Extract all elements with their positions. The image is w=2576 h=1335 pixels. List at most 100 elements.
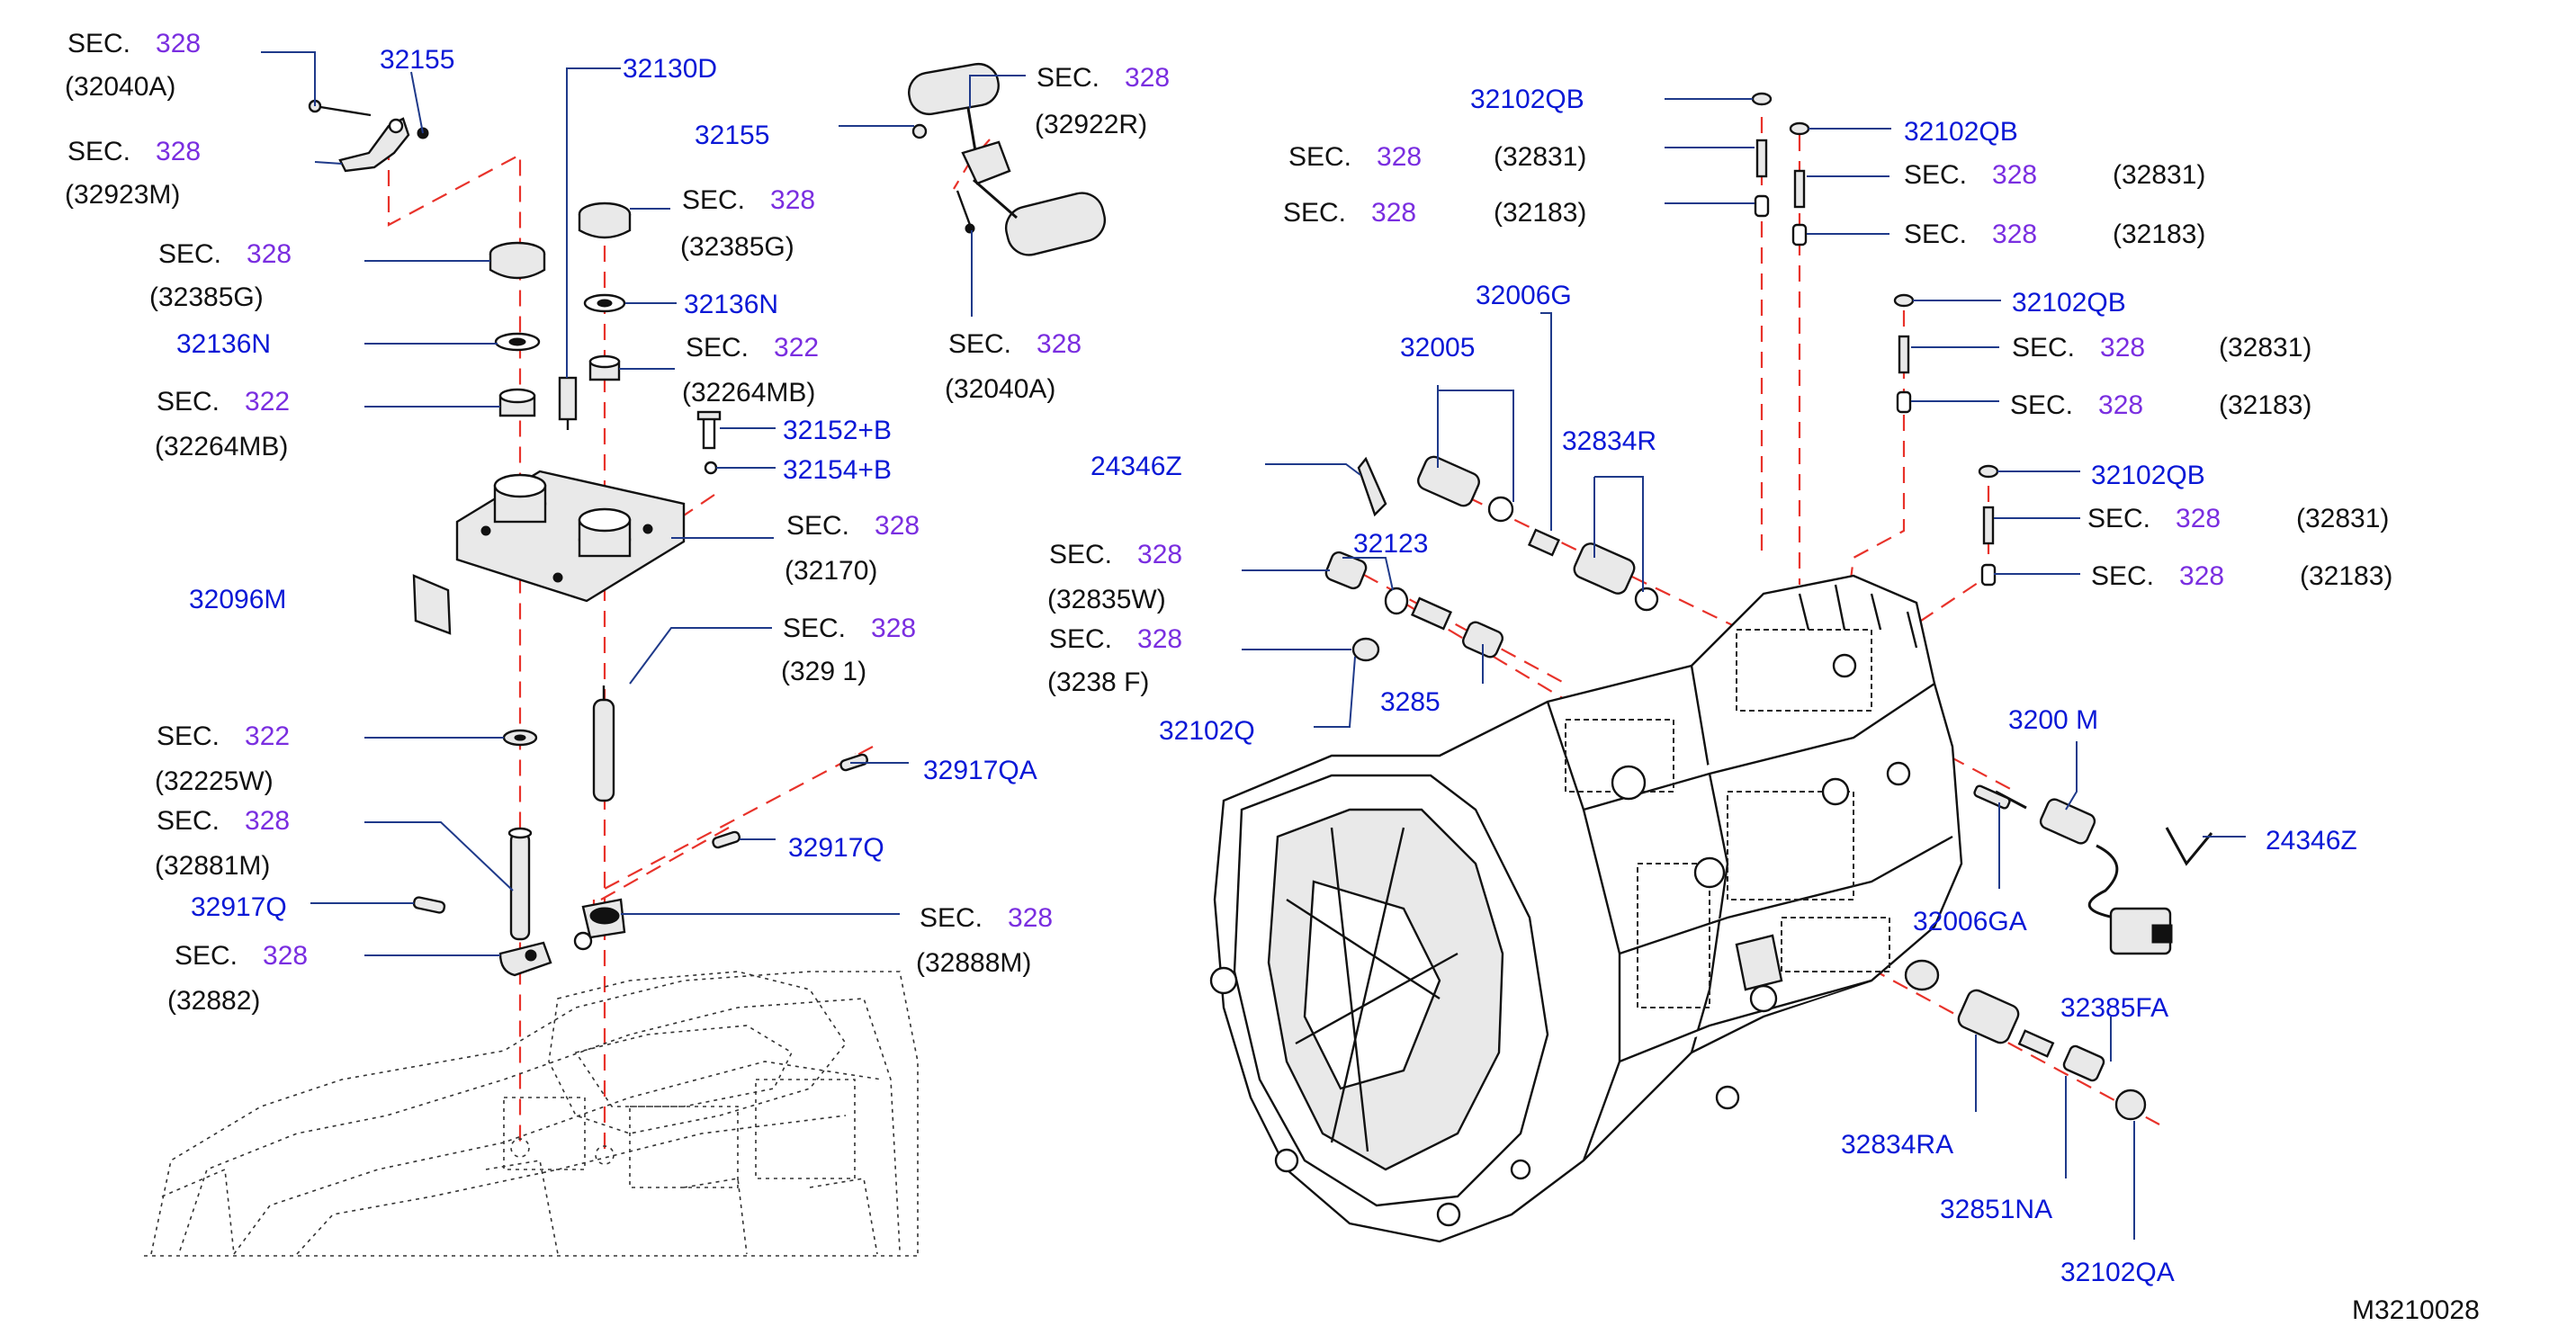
sec-number: 328 — [770, 185, 815, 215]
left-labels: SEC.328 (32040A) 32155 SEC.328 (32923M) … — [65, 29, 1170, 1016]
ref-3238xF: (3238 F) — [1047, 668, 1149, 697]
part-number-32005: 32005 — [1400, 333, 1475, 363]
sec-word: SEC. — [157, 806, 220, 836]
part-number-32155: 32155 — [695, 121, 769, 150]
svg-text:SEC.328: SEC.328 — [67, 137, 201, 166]
svg-text:SEC.328: SEC. 328 — [920, 903, 1053, 933]
sec-number: 328 — [875, 511, 920, 541]
sec-number: 328 — [2176, 504, 2221, 533]
svg-text:SEC.328: SEC.328 — [67, 29, 201, 58]
ref-32831: (32831) — [2219, 333, 2311, 363]
part-number-32096M: 32096M — [189, 585, 286, 614]
part-number-32102QA: 32102QA — [2060, 1258, 2175, 1287]
sec-number: 328 — [2100, 333, 2145, 363]
ref-32183: (32183) — [2113, 220, 2205, 249]
sec-number: 322 — [245, 721, 290, 751]
sec-word: SEC. — [783, 614, 846, 643]
ref-32882: (32882) — [167, 986, 260, 1016]
part-number-32102QB: 32102QB — [1470, 85, 1584, 114]
part-number-32152B: 32152+B — [783, 416, 892, 445]
right-parts — [1324, 92, 2213, 1121]
sec-number: 328 — [871, 614, 916, 643]
part-number-24346Z: 24346Z — [2266, 826, 2357, 856]
sec-word: SEC. — [786, 511, 849, 541]
sec-number: 322 — [245, 387, 290, 417]
sec-number: 328 — [2098, 390, 2143, 420]
part-number-32102QB: 32102QB — [2091, 461, 2205, 490]
ref-32040A: (32040A) — [65, 72, 175, 102]
pin-32006GA-part — [1973, 784, 2011, 810]
svg-text:SEC.328: SEC. 328 — [2010, 390, 2143, 420]
plug-group-2 — [1789, 121, 1810, 246]
sec-number: 328 — [1008, 903, 1053, 933]
sec-word: SEC. — [1904, 220, 1967, 249]
lever-32882-part — [498, 941, 552, 977]
part-number-32006G: 32006G — [1476, 281, 1572, 310]
bushing-left-part — [489, 241, 546, 417]
part-number-32136N: 32136N — [684, 290, 778, 319]
figure-code: M3210028 — [2352, 1295, 2480, 1325]
svg-text:SEC.328: SEC.328 — [1049, 540, 1182, 569]
svg-text:SEC.328: SEC.328 — [1049, 624, 1182, 654]
svg-text:SEC.328: SEC. 328 — [2012, 333, 2145, 363]
sec-word: SEC. — [948, 329, 1011, 359]
plug-group-3 — [1893, 293, 1915, 414]
left-parts — [308, 62, 1107, 977]
plug-group-1 — [1751, 92, 1773, 218]
sec-word: SEC. — [2091, 561, 2154, 591]
sec-number: 328 — [247, 239, 292, 269]
ref-32170: (32170) — [785, 556, 877, 586]
svg-text:SEC.328: SEC.328 — [175, 941, 308, 971]
shift-housing-part — [455, 470, 686, 603]
part-number-32102QB: 32102QB — [2012, 288, 2126, 318]
svg-text:SEC.322: SEC.322 — [686, 333, 819, 363]
sec-number: 328 — [1992, 160, 2037, 190]
ref-32264MB: (32264MB) — [682, 378, 815, 408]
sec-word: SEC. — [157, 387, 220, 417]
ref-32264MB: (32264MB) — [155, 432, 288, 461]
part-number-32102QB: 32102QB — [1904, 117, 2018, 147]
part-number-32917QA: 32917QA — [923, 756, 1037, 785]
sec-number: 328 — [1992, 220, 2037, 249]
pin-32130D-part — [558, 376, 578, 430]
ref-32835W: (32835W) — [1047, 585, 1166, 614]
sec-number: 328 — [245, 806, 290, 836]
part-number-32102Q: 32102Q — [1159, 716, 1255, 746]
ref-32385G: (32385G) — [149, 282, 264, 312]
sec-word: SEC. — [1904, 160, 1967, 190]
washer-32225W-part — [502, 729, 538, 747]
part-number-32385FA: 32385FA — [2060, 993, 2168, 1023]
svg-text:SEC.328: SEC.328 — [1283, 198, 1416, 228]
sec-word: SEC. — [686, 333, 749, 363]
ref-32881M: (32881M) — [155, 851, 270, 881]
svg-text:SEC.328: SEC. 328 — [2087, 504, 2221, 533]
sec-word: SEC. — [2010, 390, 2073, 420]
svg-text:SEC.328: SEC. 328 — [682, 185, 815, 215]
ref-32183: (32183) — [2219, 390, 2311, 420]
ref-32831: (32831) — [2296, 504, 2389, 533]
pin-32917-part — [412, 753, 869, 914]
right-labels: 32102QB SEC.328 (32831) SEC.328 (32183) … — [1047, 85, 2480, 1325]
ref-32923M: (32923M) — [65, 180, 180, 210]
shift-knob-part — [908, 62, 1107, 256]
sensor-32005-part — [1357, 455, 1514, 523]
part-number-3285x: 3285 — [1380, 687, 1441, 717]
sec-word: SEC. — [920, 903, 983, 933]
sec-word: SEC. — [2012, 333, 2075, 363]
svg-text:SEC.328: SEC.328 — [948, 329, 1082, 359]
leader-lines — [261, 51, 2246, 1240]
bottom-parts — [1904, 959, 2147, 1121]
ref-32831: (32831) — [2113, 160, 2205, 190]
sec-word: SEC. — [2087, 504, 2150, 533]
part-number-32917Q: 32917Q — [191, 892, 287, 922]
sec-word: SEC. — [682, 185, 745, 215]
sec-number: 328 — [1137, 624, 1182, 654]
ref-32183: (32183) — [2300, 561, 2392, 591]
part-number-24346Z: 24346Z — [1091, 452, 1182, 481]
part-number-32136N: 32136N — [176, 329, 271, 359]
part-number-32917Q: 32917Q — [788, 833, 884, 863]
switch-harness-part — [1995, 790, 2213, 955]
fork-32888M-part — [573, 898, 626, 951]
sec-number: 328 — [1125, 63, 1170, 93]
